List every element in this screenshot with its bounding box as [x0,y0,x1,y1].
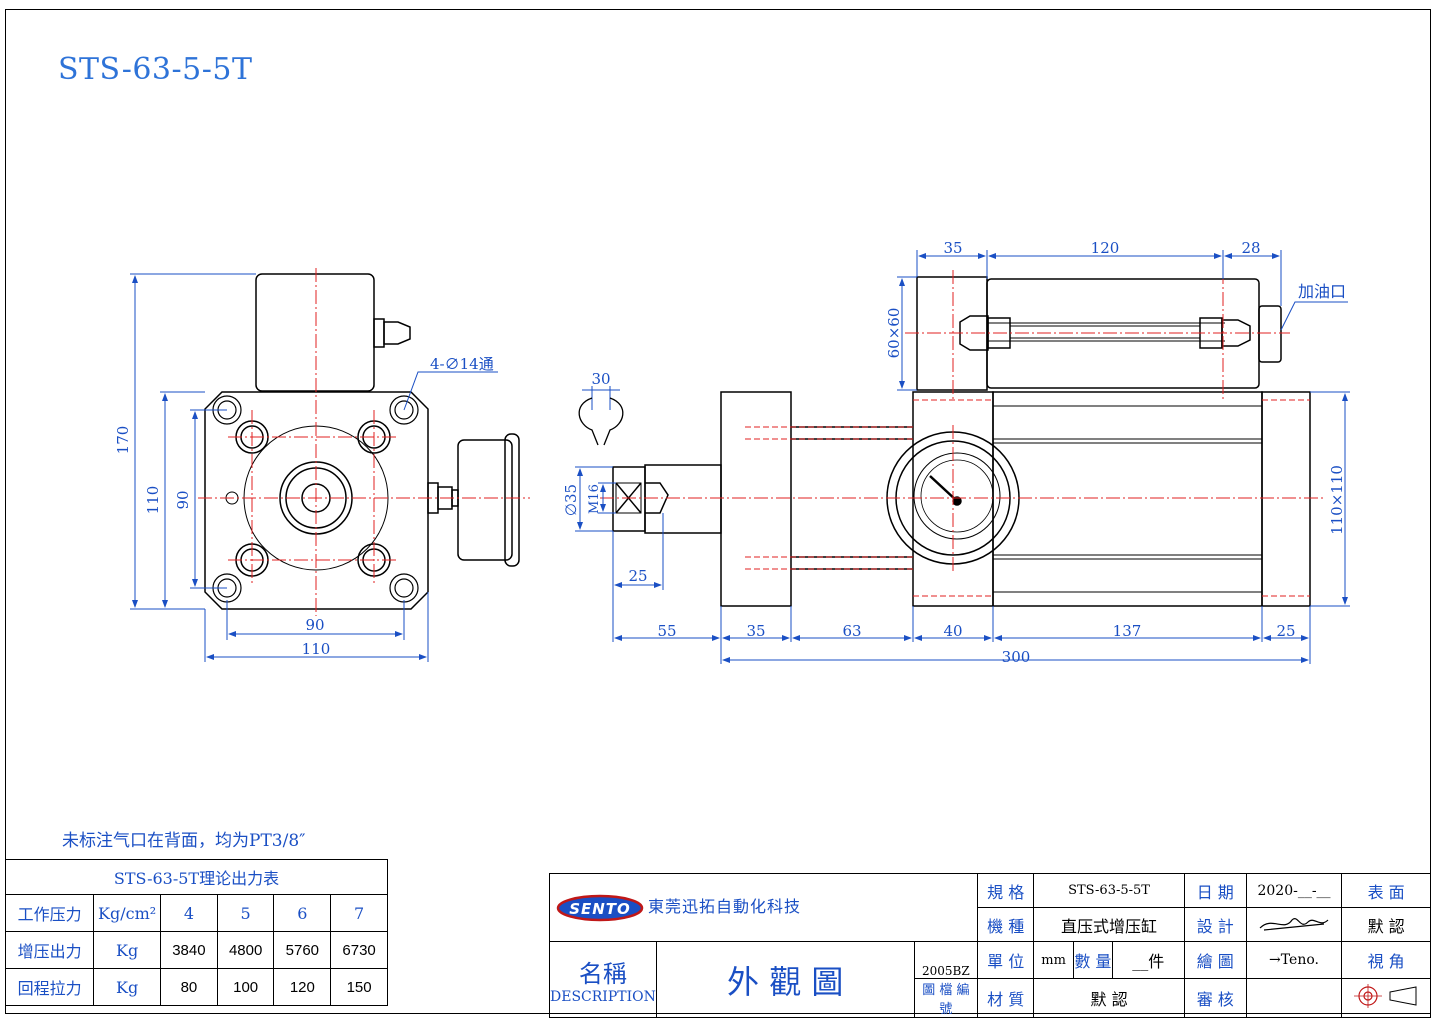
rod-end [612,466,646,532]
front-dimensions [575,250,1350,664]
end-plate [204,391,429,610]
dim-wrench: 30 [591,370,610,388]
dim-top-left: 35 [943,239,962,257]
dim-b1: 55 [657,622,676,640]
unit-value: mm [1033,941,1074,979]
type-value: 直压式增压缸 [1033,907,1185,942]
oil-port-label: 加油口 [1298,282,1346,301]
oil-plug [1258,305,1282,363]
drawing-title: STS-63-5-5T [58,52,253,87]
company-name: 東莞迅拓自動化科技 [648,897,802,917]
force-table-caption: STS-63-5T理论出力表 [5,859,388,895]
dim-thread-len: 25 [628,567,647,585]
dim-b2: 35 [746,622,765,640]
check-value [1245,978,1343,1018]
drawing-no-label: 圖 檔 編 號 [913,978,979,1018]
side-dimensions [130,273,498,662]
title-block: SENTO 東莞迅拓自動化科技 規 格 STS-63-5-5T 日 期 2020… [548,873,1431,1018]
name-label-cell: 名稱 DESCRIPTION [549,941,657,1018]
table-row: 回程拉力 Kg 80 100 120 150 [4,968,388,1006]
company-cell: SENTO 東莞迅拓自動化科技 [548,873,979,942]
piston-rod [644,464,722,534]
front-dim-texts: 35 120 28 60×60 110×110 ∅35 M16 30 25 55… [562,239,1346,666]
draw-value: →Teno. [1245,941,1343,979]
port-note: 未标注气口在背面，均为PT3/8″ [62,831,306,851]
surface-value: 默 認 [1341,907,1431,942]
sento-logo: SENTO [556,894,644,922]
side-dim-texts: 170 110 90 90 110 4-∅14通 [114,355,494,658]
side-centerlines [198,268,530,616]
dim-plate-width: 110 [302,640,331,658]
dim-top-mid: 120 [1091,239,1120,257]
dim-b6: 25 [1276,622,1295,640]
dim-bolt-vertical: 90 [174,490,192,509]
qty-value: __件 [1111,941,1185,979]
dim-height-total: 170 [114,426,132,455]
dim-rod-dia: ∅35 [562,484,580,516]
dim-thread: M16 [587,484,602,514]
dim-height-plate: 110 [144,486,162,515]
table-row: 工作压力 Kg/cm² 4 5 6 7 [4,894,388,932]
front-centerlines [600,270,1325,572]
front-hidden-lines [745,399,1310,597]
dim-body-size: 110×110 [1328,465,1346,535]
projection-symbol-icon [1341,978,1431,1018]
name-value: 外 觀 圖 [655,941,915,1018]
date-value: 2020-__-__ [1245,873,1343,908]
dim-b3: 63 [842,622,861,640]
dim-top-right: 28 [1241,239,1260,257]
table-row: 增压出力 Kg 3840 4800 5760 6730 [4,931,388,969]
valve-block [255,273,375,392]
rear-cap [1261,391,1311,607]
top-fitting [373,318,385,348]
force-table: STS-63-5T理论出力表 工作压力 Kg/cm² 4 5 6 7 增压出力 … [4,859,388,1006]
material-value: 默 認 [1033,978,1185,1018]
side-gauge [457,439,513,561]
drawing-no: 2005BZ [913,941,979,979]
spec-value: STS-63-5-5T [1033,873,1185,908]
hole-label: 4-∅14通 [430,355,494,373]
dim-b4: 40 [943,622,962,640]
svg-text:SENTO: SENTO [569,900,631,918]
dim-overall: 300 [1002,648,1031,666]
cylinder-tube [992,391,1263,607]
wrench-symbol [578,397,624,446]
front-view [612,276,1311,607]
dim-bolt-horizontal: 90 [305,616,324,634]
designer-signature [1245,907,1343,942]
dim-b5: 137 [1113,622,1142,640]
front-flange [720,391,792,607]
dim-tank-size: 60×60 [885,308,903,359]
